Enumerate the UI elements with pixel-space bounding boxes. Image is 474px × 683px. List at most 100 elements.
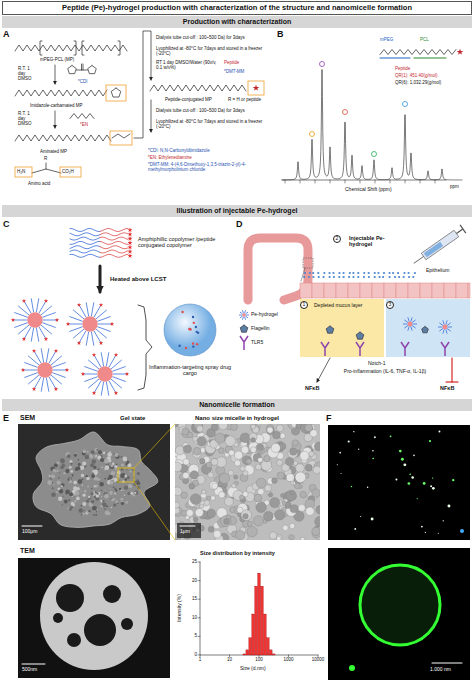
micelle-illustration — [44, 299, 48, 303]
microscopy-images — [99, 482, 103, 486]
microscopy-images — [95, 491, 97, 493]
micelle-illustration — [32, 349, 36, 353]
colon-illustration — [363, 276, 365, 278]
microscopy-images — [52, 487, 54, 489]
micelle-illustration — [34, 351, 41, 363]
colon-illustration — [328, 276, 330, 278]
microscopy-images — [85, 511, 88, 514]
microscopy-images — [56, 491, 58, 493]
micelle-illustration — [188, 328, 190, 330]
microscopy-images — [314, 442, 320, 451]
microscopy-images — [315, 516, 320, 527]
colon-illustration — [378, 276, 380, 278]
microscopy-images — [105, 452, 106, 453]
fluorescence-images — [460, 529, 464, 533]
colon-illustration — [444, 283, 456, 298]
colon-illustration — [322, 276, 324, 278]
microscopy-images — [78, 479, 83, 484]
chemical-group: R — [44, 156, 47, 161]
microscopy-images — [129, 470, 131, 472]
colon-illustration — [443, 325, 448, 330]
nmr-spectrum — [360, 180, 361, 183]
micelle-illustration — [100, 246, 128, 249]
microscopy-images — [127, 461, 130, 464]
microscopy-images — [111, 471, 115, 475]
microscopy-images — [106, 505, 108, 507]
microscopy-images — [63, 472, 66, 475]
step-label: Injectable Pe-hydrogel — [349, 235, 407, 248]
colon-illustration — [424, 242, 443, 258]
microscopy-images — [312, 527, 320, 535]
micelle-illustration — [81, 372, 85, 376]
microscopy-images — [89, 454, 93, 458]
microscopy-images — [295, 472, 306, 483]
microscopy-images — [256, 444, 264, 452]
micelle-illustration — [86, 332, 88, 346]
microscopy-images — [256, 478, 266, 488]
microscopy-images — [109, 488, 110, 489]
micelle-illustration — [24, 362, 37, 367]
microscopy-images — [118, 468, 134, 482]
microscopy-images — [114, 478, 118, 482]
microscopy-images — [193, 517, 198, 522]
synthesis-scheme — [74, 41, 76, 55]
colon-illustration — [420, 283, 432, 298]
micelle-illustration — [77, 341, 81, 345]
microscopy-images — [246, 459, 251, 464]
size-distribution-chart — [258, 573, 261, 655]
size-distribution-chart — [249, 638, 252, 655]
synthesis-scheme — [88, 66, 97, 74]
micelle-illustration — [42, 323, 55, 328]
nmr-spectrum — [320, 62, 325, 67]
nmr-spectrum — [345, 180, 346, 183]
micelle-illustration — [32, 387, 36, 391]
fluorescence-images — [390, 435, 392, 437]
microscopy-images — [113, 503, 116, 506]
microscopy-images — [105, 489, 106, 490]
microscopy-images — [40, 562, 148, 670]
colon-illustration — [389, 276, 391, 278]
microscopy-images — [101, 489, 103, 491]
colon-illustration — [443, 329, 444, 333]
colon-illustration — [432, 283, 444, 298]
micelle-illustration — [65, 368, 69, 372]
microscopy-images — [67, 454, 71, 458]
microscopy-images — [76, 497, 80, 501]
scale-label: 500nm — [22, 667, 37, 673]
fluorescence-images — [360, 565, 440, 645]
colon-illustration — [452, 358, 453, 382]
micelle-illustration — [55, 318, 59, 322]
micelle-illustration — [192, 345, 194, 347]
colon-illustration — [242, 317, 243, 320]
microscopy-images — [316, 506, 320, 514]
microscopy-images — [180, 526, 195, 527]
micelle-illustration — [91, 332, 93, 346]
microscopy-images — [243, 471, 248, 476]
microscopy-images — [67, 633, 81, 647]
tick-label: 1 — [190, 657, 210, 662]
colon-illustration — [456, 283, 468, 298]
colon-illustration — [301, 268, 305, 281]
colon-illustration — [246, 315, 249, 316]
microscopy-images — [70, 493, 73, 496]
colon-illustration — [349, 272, 351, 274]
fluorescence-images — [409, 473, 411, 475]
micelle-illustration — [13, 320, 27, 321]
fluorescence-images — [432, 477, 433, 478]
compound-name: mPEG-PCL (MP) — [40, 57, 74, 62]
nmr-spectrum — [330, 180, 331, 183]
size-distribution-chart — [267, 638, 270, 655]
panel-letter: A — [3, 29, 10, 39]
region-label: Depleted mucus layer — [314, 303, 378, 309]
microscopy-images — [125, 478, 128, 481]
chart-title: Size distribution by intensity — [200, 550, 275, 556]
reagent-name: *CDI — [78, 79, 88, 84]
micelle-illustration — [106, 382, 108, 396]
microscopy-images — [94, 493, 96, 495]
microscopy-images — [218, 448, 224, 454]
colon-illustration — [401, 342, 409, 356]
fluorescence-images — [452, 479, 454, 481]
microscopy-images — [69, 466, 72, 469]
microscopy-images — [69, 492, 73, 496]
colon-illustration — [404, 325, 408, 328]
